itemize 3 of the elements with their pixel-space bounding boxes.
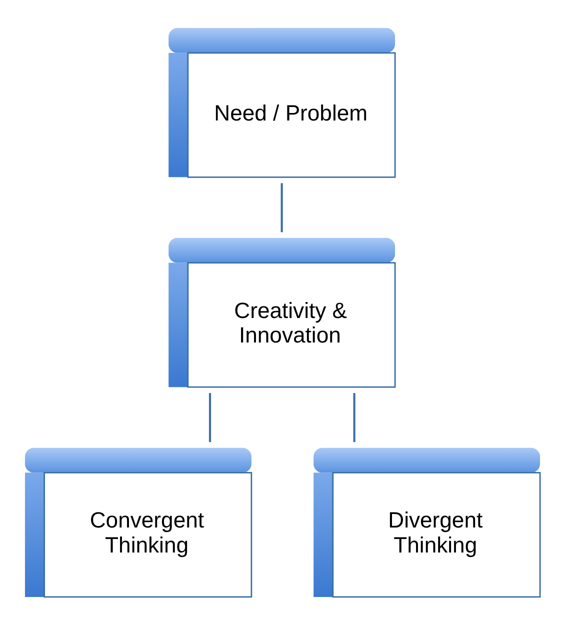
connector bbox=[353, 393, 356, 442]
connector bbox=[208, 393, 212, 442]
connector bbox=[280, 183, 283, 232]
